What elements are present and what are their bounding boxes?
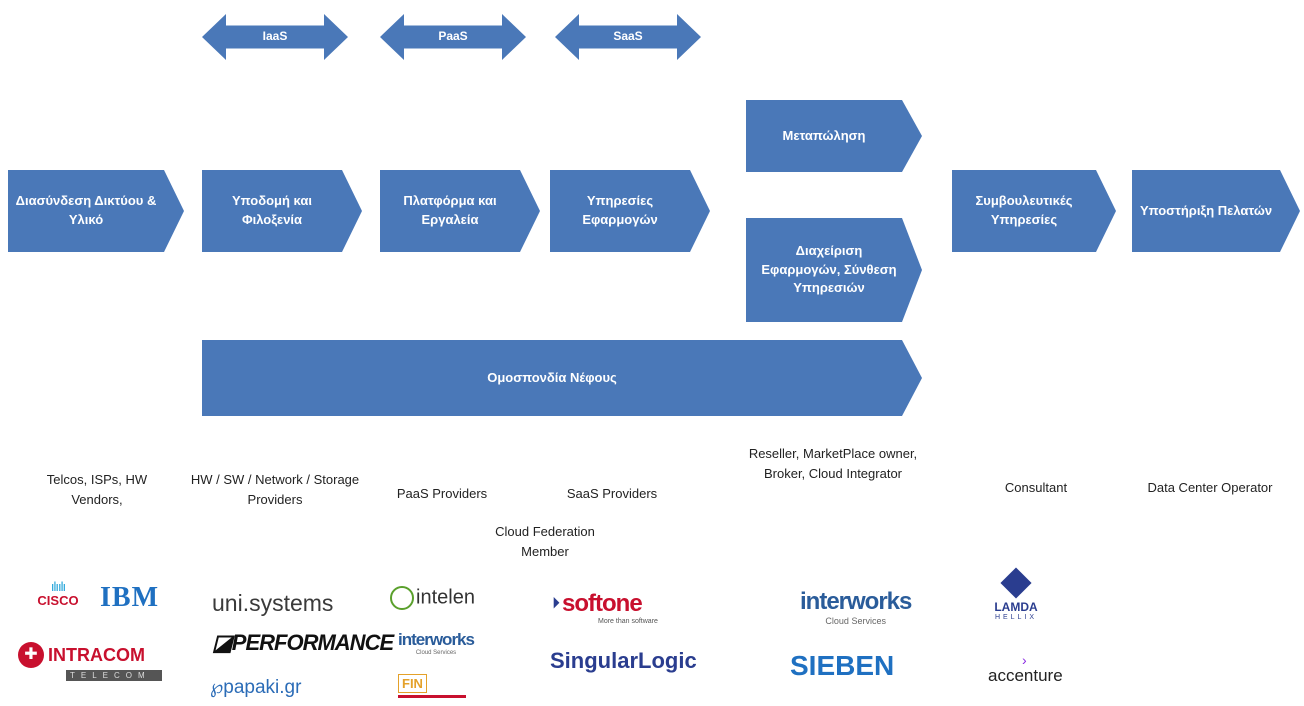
- cisco-wordmark: CISCO: [37, 593, 79, 608]
- interworks-sub-small: Cloud Services: [415, 650, 457, 656]
- sieben-logo: SIEBEN: [790, 650, 895, 681]
- interworks-wordmark: interworks: [800, 588, 912, 615]
- chevron-application-services: Υπηρεσίες Εφαρμογών: [550, 170, 710, 252]
- fin-logo: FIN: [398, 674, 466, 698]
- interworks-logo: interworks Cloud Services: [800, 588, 912, 626]
- cisco-bars-icon: ılıılı: [50, 579, 66, 594]
- papaki-swirl-icon: ℘: [210, 677, 224, 698]
- saas-arrow: SaaS: [555, 14, 701, 60]
- interworks-sub: Cloud Services: [825, 616, 886, 626]
- interworks-wordmark-small: interworks: [398, 630, 475, 649]
- lamda-wordmark: LAMDA: [994, 600, 1038, 614]
- softone-play-icon: ⏵: [552, 595, 561, 612]
- performance-logo: ◪PERFORMANCE: [212, 630, 394, 656]
- paas-arrow: PaaS: [380, 14, 526, 60]
- intelen-logo: intelen: [390, 586, 475, 610]
- singularlogic-logo: SingularLogic: [550, 648, 697, 673]
- role-data-center-operator: Data Center Operator: [1147, 480, 1273, 495]
- accenture-wordmark: accenture: [988, 666, 1063, 685]
- chevron-platform-tools: Πλατφόρμα και Εργαλεία: [380, 170, 540, 252]
- role-reseller-broker: Reseller, MarketPlace owner, Broker, Clo…: [748, 446, 918, 482]
- intracom-telecom-label: TELECOM: [66, 670, 162, 681]
- lamda-hellix-label: HELLIX: [994, 614, 1038, 621]
- lamda-diamond-icon: [1000, 567, 1032, 599]
- softone-wordmark: softone: [562, 590, 643, 617]
- intracom-wordmark: INTRACOM: [48, 644, 145, 665]
- chevron-consulting-services: Συμβουλευτικές Υπηρεσίες: [952, 170, 1116, 252]
- fin-underline-icon: [398, 695, 466, 698]
- cisco-logo: ılıılı CISCO: [24, 580, 92, 608]
- papaki-wordmark: papaki.gr: [223, 677, 302, 698]
- chevron-reselling: Μεταπώληση: [746, 100, 922, 172]
- cloud-federation-bar: Ομοσπονδία Νέφους: [202, 340, 922, 416]
- role-infrastructure-providers: HW / SW / Network / Storage Providers: [190, 472, 360, 508]
- intracom-logo: ✚ INTRACOM TELECOM: [18, 642, 168, 681]
- unisystems-logo: uni.systems: [212, 590, 334, 616]
- role-cloud-federation-member: Cloud Federation Member: [495, 524, 595, 560]
- performance-wordmark: PERFORMANCE: [231, 630, 394, 655]
- role-paas-providers: PaaS Providers: [396, 486, 488, 501]
- chevron-application-management: Διαχείριση Εφαρμογών, Σύνθεση Υπηρεσιών: [746, 218, 922, 322]
- intracom-mark-icon: ✚: [18, 642, 44, 668]
- role-saas-providers: SaaS Providers: [566, 486, 658, 501]
- intelen-globe-icon: [390, 586, 414, 610]
- interworks-logo-small: interworks Cloud Services: [398, 630, 475, 656]
- softone-logo: ⏵ softone More than software: [552, 590, 658, 625]
- iaas-arrow: IaaS: [202, 14, 348, 60]
- role-telcos: Telcos, ISPs, HW Vendors,: [46, 472, 148, 508]
- lamda-logo: LAMDA HELLIX: [988, 567, 1044, 621]
- softone-tagline: More than software: [598, 618, 658, 625]
- chevron-infrastructure-hosting: Υποδομή και Φιλοξενία: [202, 170, 362, 252]
- ibm-logo: IBM: [100, 582, 159, 613]
- papaki-logo: ℘papaki.gr: [210, 676, 301, 699]
- role-consultant: Consultant: [1004, 480, 1068, 495]
- chevron-network-hardware: Διασύνδεση Δικτύου & Υλικό: [8, 170, 184, 252]
- chevron-customer-support: Υποστήριξη Πελατών: [1132, 170, 1300, 252]
- fin-wordmark: FIN: [398, 674, 427, 693]
- accenture-logo: › accenture: [988, 652, 1063, 686]
- performance-mark-icon: ◪: [212, 630, 233, 655]
- intelen-wordmark: intelen: [416, 586, 475, 609]
- accenture-arrow-icon: ›: [1022, 652, 1027, 668]
